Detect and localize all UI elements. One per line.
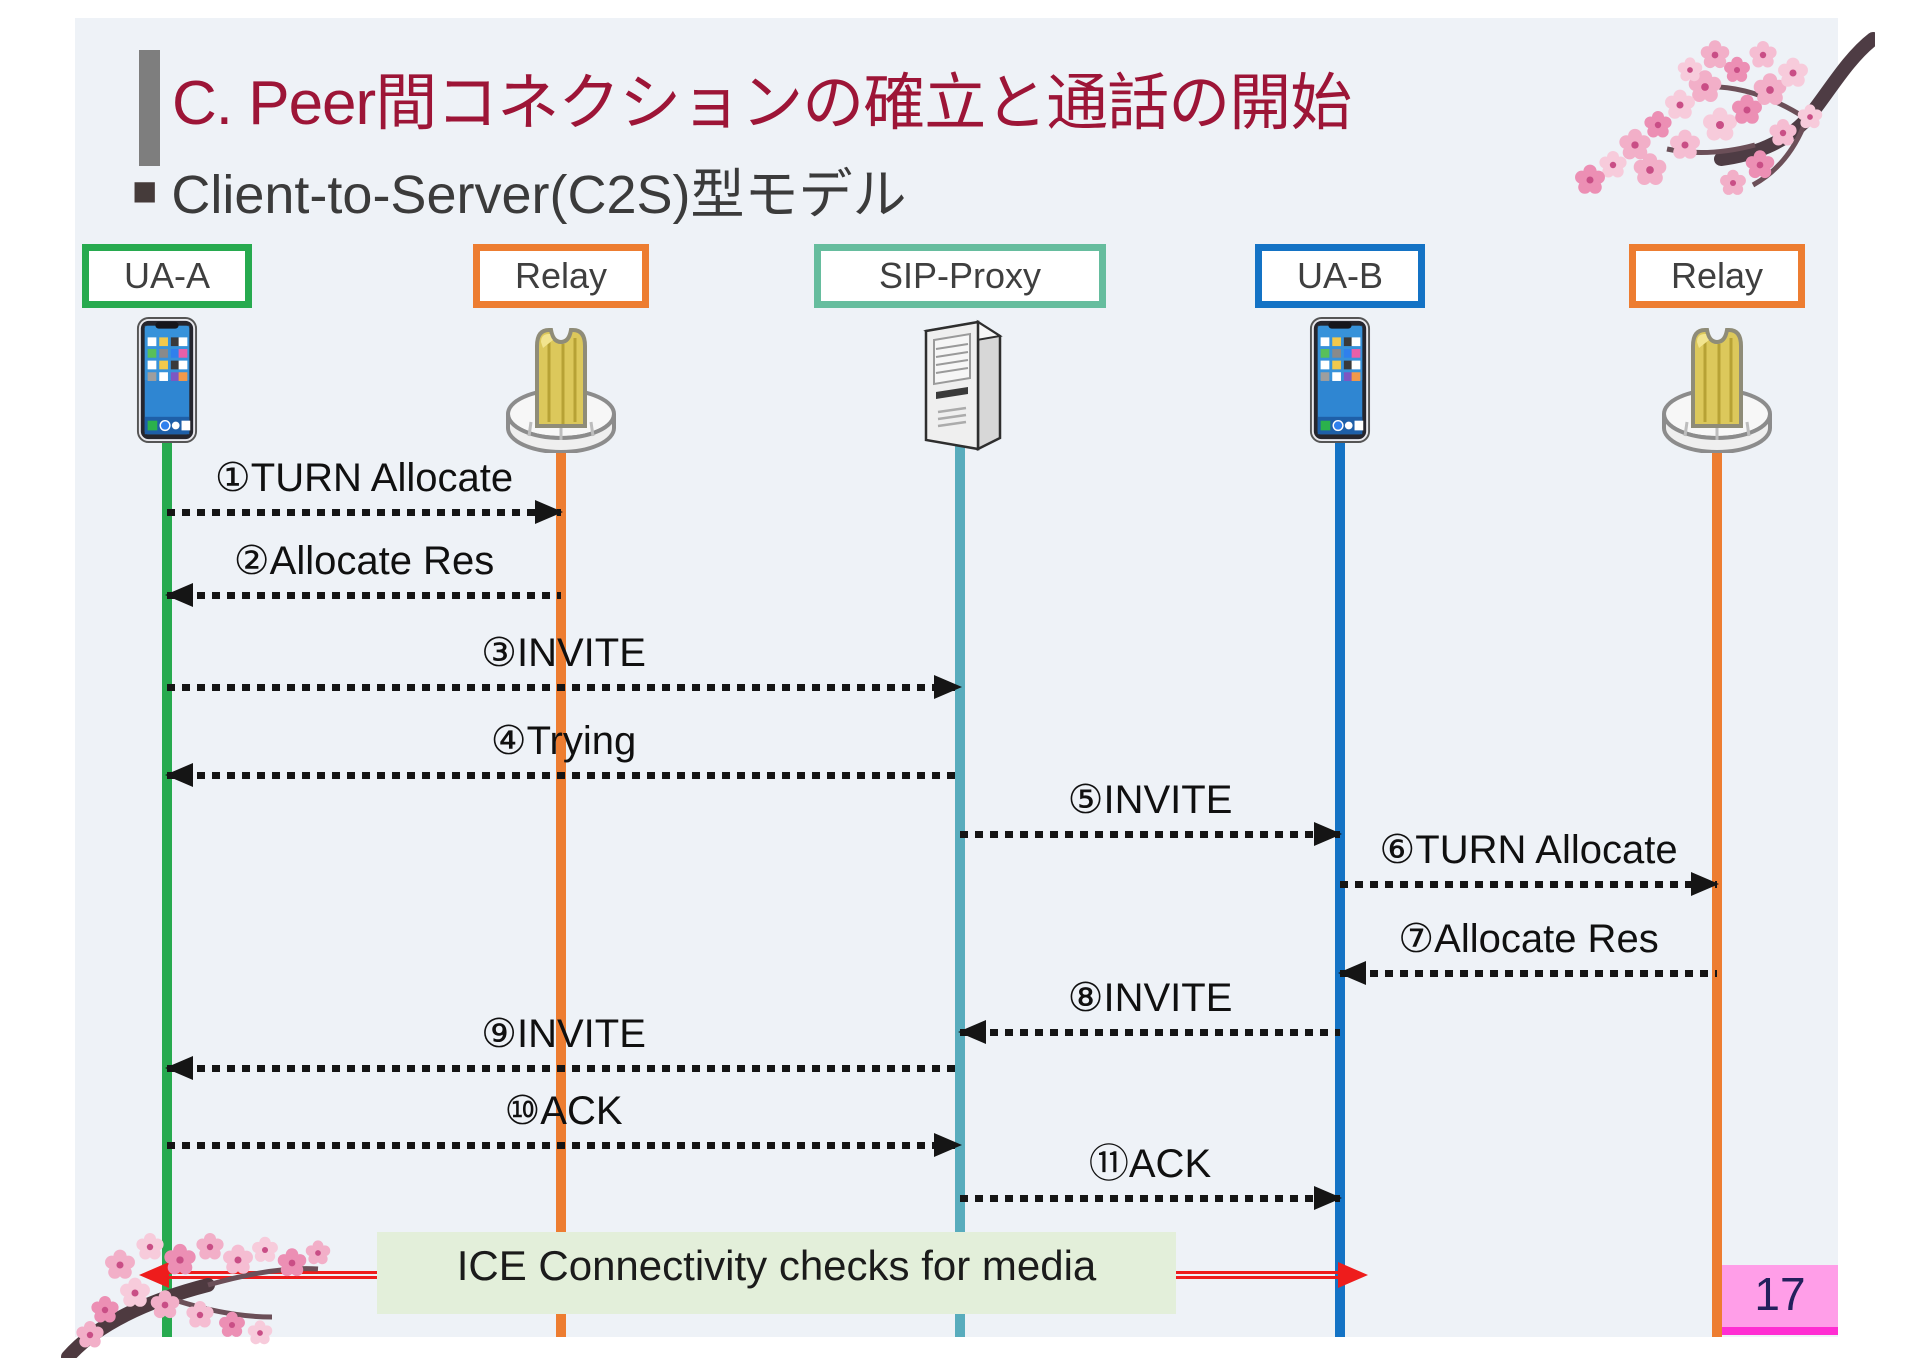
- arrowhead-icon: [1314, 1186, 1342, 1210]
- arrowhead-icon: [1338, 961, 1366, 985]
- lifeline-ua-a: [162, 360, 172, 1337]
- message-label: ④Trying: [490, 719, 637, 763]
- page-number: 17: [1754, 1268, 1806, 1320]
- message-8: ⑧INVITE: [958, 975, 1340, 1044]
- arrowhead-icon: [165, 1056, 193, 1080]
- square-bullet-icon: ■: [132, 167, 158, 214]
- slide-subtitle: ■ Client-to-Server(C2S)型モデル: [132, 150, 907, 229]
- arrowhead-icon: [1314, 822, 1342, 846]
- message-label: ⑩ACK: [504, 1089, 623, 1133]
- arrowhead-icon: [1691, 872, 1719, 896]
- relay-icon: [1662, 328, 1772, 453]
- message-10: ⑩ACK: [167, 1088, 962, 1157]
- dotted-arrow-right: [167, 675, 962, 699]
- lifeline-relay-right: [1712, 360, 1722, 1337]
- dotted-arrow-left: [1338, 961, 1717, 985]
- actor-box-sip-proxy: SIP-Proxy: [814, 244, 1106, 308]
- message-5: ⑤INVITE: [960, 777, 1342, 846]
- dotted-arrow-right: [167, 500, 563, 524]
- message-11: ⑪ACK: [960, 1141, 1342, 1210]
- actor-label: Relay: [1670, 255, 1764, 296]
- arrowhead-icon: [934, 675, 962, 699]
- actor-box-relay-right: Relay: [1629, 244, 1805, 308]
- message-label: ⑥TURN Allocate: [1379, 828, 1678, 872]
- arrowhead-icon: [165, 583, 193, 607]
- ice-check-label-box: ICE Connectivity checks for media: [377, 1232, 1176, 1314]
- dotted-arrow-left: [165, 583, 561, 607]
- message-1: ①TURN Allocate: [167, 455, 563, 524]
- dotted-arrow-right: [1340, 872, 1719, 896]
- page-number-badge: 17: [1722, 1265, 1838, 1335]
- message-2: ②Allocate Res: [165, 538, 561, 607]
- server-icon: [923, 319, 1003, 452]
- message-label: ⑦Allocate Res: [1398, 917, 1659, 961]
- arrowhead-icon: [934, 1133, 962, 1157]
- lifeline-relay-left: [556, 360, 566, 1337]
- message-label: ①TURN Allocate: [214, 456, 514, 500]
- slide-title: C. Peer間コネクションの確立と通話の開始: [172, 69, 1352, 138]
- message-label: ⑪ACK: [1088, 1142, 1212, 1186]
- arrowhead-icon: [958, 1020, 986, 1044]
- arrowhead-icon: [165, 763, 193, 787]
- actor-box-ua-b: UA-B: [1255, 244, 1425, 308]
- message-label: ⑨INVITE: [481, 1012, 646, 1056]
- lifeline-sip-proxy: [955, 360, 965, 1337]
- message-label: ②Allocate Res: [233, 539, 495, 583]
- dotted-arrow-left: [958, 1020, 1340, 1044]
- subtitle-text: Client-to-Server(C2S)型モデル: [171, 165, 907, 225]
- dotted-arrow-right: [960, 822, 1342, 846]
- message-9: ⑨INVITE: [165, 1011, 960, 1080]
- actor-box-ua-a: UA-A: [82, 244, 252, 308]
- message-3: ③INVITE: [167, 630, 962, 699]
- red-arrowhead-icon: [139, 1262, 169, 1288]
- ice-check-label: ICE Connectivity checks for media: [456, 1242, 1097, 1289]
- actor-label: SIP-Proxy: [878, 255, 1042, 296]
- message-7: ⑦Allocate Res: [1338, 916, 1717, 985]
- smartphone-icon: [136, 317, 198, 443]
- red-arrowhead-icon: [1338, 1262, 1368, 1288]
- title-accent-bar: [139, 50, 160, 166]
- message-4: ④Trying: [165, 718, 960, 787]
- smartphone-icon: [1309, 317, 1371, 443]
- actor-box-relay-left: Relay: [473, 244, 649, 308]
- dotted-arrow-right: [167, 1133, 962, 1157]
- dotted-arrow-left: [165, 763, 960, 787]
- message-label: ⑤INVITE: [1067, 778, 1233, 822]
- message-label: ③INVITE: [481, 631, 646, 675]
- arrowhead-icon: [535, 500, 563, 524]
- dotted-arrow-left: [165, 1056, 960, 1080]
- lifeline-ua-b: [1335, 360, 1345, 1337]
- actor-label: UA-B: [1296, 255, 1383, 296]
- actor-label: UA-A: [123, 255, 210, 296]
- message-label: ⑧INVITE: [1067, 976, 1233, 1020]
- relay-icon: [506, 328, 616, 453]
- message-6: ⑥TURN Allocate: [1340, 827, 1719, 896]
- dotted-arrow-right: [960, 1186, 1342, 1210]
- actor-label: Relay: [514, 255, 608, 296]
